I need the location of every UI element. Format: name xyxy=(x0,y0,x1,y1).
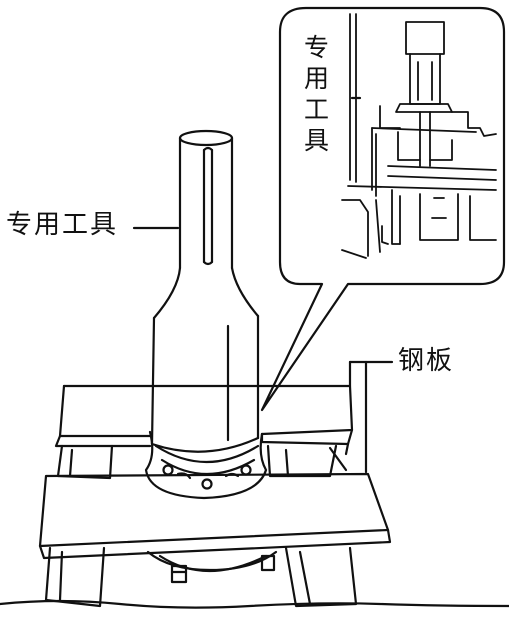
steel-plate-upper xyxy=(54,384,354,456)
inset-detail xyxy=(341,13,497,259)
hub-flange xyxy=(144,430,268,500)
hub-lower xyxy=(146,550,278,584)
inset-callout-frame xyxy=(260,6,506,412)
steel-plate-label: 钢板 xyxy=(398,346,455,376)
ground-line xyxy=(0,599,509,609)
special-tool-label: 专用工具 xyxy=(6,210,119,240)
steel-plate-lower xyxy=(38,472,392,560)
support-legs xyxy=(44,444,358,608)
special-tool xyxy=(150,129,260,453)
special-tool-inset-label: 专用工具 xyxy=(304,33,330,155)
leader-lines xyxy=(132,96,394,474)
